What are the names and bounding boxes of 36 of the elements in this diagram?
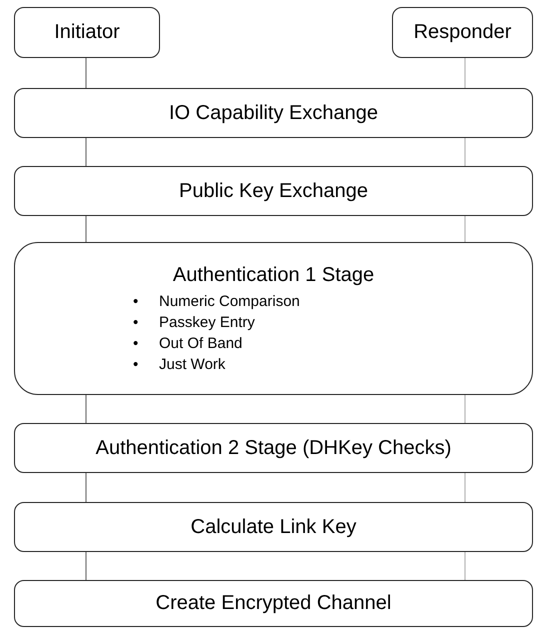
lifeline — [464, 552, 466, 580]
step-box — [14, 88, 533, 138]
step-title: Create Encrypted Channel — [156, 591, 392, 616]
method-item: Out Of Band — [159, 334, 242, 354]
lifeline — [85, 138, 87, 166]
lifeline — [464, 473, 466, 502]
method-item: Passkey Entry — [159, 313, 255, 333]
method-item: Numeric Comparison — [159, 292, 300, 312]
bullet: • — [133, 334, 140, 354]
method-item: Just Work — [159, 355, 226, 375]
participant-box — [392, 7, 533, 58]
step-title: Authentication 2 Stage (DHKey Checks) — [96, 436, 452, 460]
lifeline — [85, 58, 87, 88]
bullet: • — [133, 292, 140, 312]
lifeline — [464, 58, 466, 88]
step-box — [14, 580, 533, 627]
step-title: Authentication 1 Stage — [172, 263, 374, 288]
step-title: Initiator — [54, 20, 120, 45]
lifeline — [85, 552, 87, 580]
lifeline — [464, 138, 466, 166]
lifeline — [85, 216, 87, 242]
step-box — [14, 166, 533, 216]
stage-box — [14, 242, 533, 395]
lifeline — [464, 395, 466, 423]
step-box — [14, 502, 533, 552]
step-box — [14, 423, 533, 473]
lifeline — [464, 216, 466, 242]
bullet: • — [133, 313, 140, 333]
lifeline — [85, 395, 87, 423]
step-title: IO Capability Exchange — [168, 100, 378, 126]
step-title: Public Key Exchange — [178, 178, 368, 204]
lifeline — [85, 473, 87, 502]
bullet: • — [133, 355, 140, 375]
step-title: Calculate Link Key — [190, 514, 356, 540]
step-title: Responder — [414, 20, 512, 45]
participant-box — [14, 7, 160, 58]
